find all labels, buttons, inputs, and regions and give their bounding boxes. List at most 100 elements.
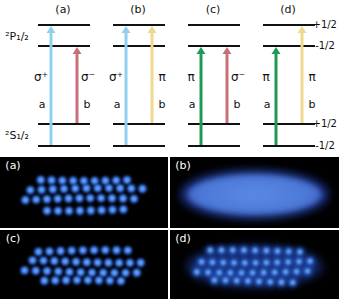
ion-spot — [47, 249, 52, 254]
ion-spot — [103, 248, 108, 253]
ion-spot — [245, 279, 250, 284]
ion-cloud — [181, 171, 329, 219]
ion-spot — [103, 178, 108, 183]
ion-spot — [53, 278, 58, 283]
transition-arrows — [47, 26, 307, 145]
ion-glow — [255, 277, 263, 285]
beam-label: b — [159, 99, 166, 110]
ion-spot — [52, 259, 57, 264]
ion-glow — [69, 177, 77, 185]
ion-spot — [99, 208, 104, 213]
ion-glow — [295, 257, 303, 265]
ion-glow — [82, 184, 90, 192]
ion-spot — [99, 196, 104, 201]
ion-spot — [92, 248, 97, 253]
ion-spot — [208, 248, 213, 253]
ion-spot — [55, 196, 60, 201]
ion-glow — [136, 259, 144, 267]
ion-spot — [119, 279, 124, 284]
ion-glow — [37, 185, 45, 193]
camera-image — [0, 230, 168, 299]
ion-spot — [268, 279, 273, 284]
ion-spot — [56, 269, 61, 274]
ion-spot — [121, 196, 126, 201]
arrow-head — [47, 26, 56, 33]
ion-spot — [272, 270, 277, 275]
ion-glow — [43, 207, 51, 215]
ion-glow — [95, 276, 103, 284]
ion-spot — [73, 186, 78, 191]
image-letter: (d) — [175, 233, 191, 244]
level-line — [188, 45, 240, 47]
ion-spot — [297, 259, 302, 264]
ion-glow — [123, 176, 131, 184]
ion-glow — [219, 258, 227, 266]
ion-glow — [37, 176, 45, 184]
ion-spot — [261, 270, 266, 275]
ion-spot — [264, 248, 269, 253]
polarization-label: π — [158, 71, 165, 83]
ion-spot — [39, 187, 44, 192]
ion-glow — [87, 206, 95, 214]
image-ground — [170, 230, 339, 299]
ion-glow — [56, 247, 64, 255]
ion-glow — [303, 267, 311, 275]
ion-spot — [58, 249, 63, 254]
arrow-head — [122, 26, 131, 33]
ion-spot — [217, 270, 222, 275]
ion-spot — [294, 269, 299, 274]
ion-glow — [75, 194, 83, 202]
ion-glow — [88, 268, 96, 276]
ion-glow — [306, 257, 314, 265]
ion-spot — [45, 269, 50, 274]
ion-glow — [54, 195, 62, 203]
ion-spot — [28, 188, 33, 193]
ion-spot — [297, 250, 302, 255]
polarization-label: σ⁺ — [34, 71, 48, 83]
ion-glow — [119, 194, 127, 202]
arrow-head — [197, 47, 206, 54]
ion-glow — [296, 248, 304, 256]
image-letter: (a) — [5, 160, 20, 171]
ion-glow — [54, 267, 62, 275]
panel-letter: (d) — [280, 4, 296, 15]
ion-glow — [54, 207, 62, 215]
ion-spot — [286, 260, 291, 265]
ion-glow — [233, 276, 241, 284]
ion-spot — [81, 178, 86, 183]
ion-spot — [232, 260, 237, 265]
ion-glow — [117, 277, 125, 285]
ion-haze — [187, 246, 323, 288]
ion-glow — [97, 206, 105, 214]
ion-glow — [50, 257, 58, 265]
ion-spot — [30, 258, 35, 263]
ion-cloud — [189, 176, 321, 214]
ion-spot — [279, 280, 284, 285]
transition-arrow — [226, 53, 229, 123]
transition-arrow — [76, 53, 79, 123]
ion-glow — [65, 207, 73, 215]
ion-glow — [21, 196, 29, 204]
ion-glow — [221, 276, 229, 284]
image-ground — [0, 157, 168, 228]
ion-spot — [38, 178, 43, 183]
level-line — [263, 45, 315, 47]
ion-spot — [275, 249, 280, 254]
ion-spot — [50, 187, 55, 192]
transition-arrow — [275, 53, 278, 145]
ion-spot — [49, 178, 54, 183]
ion-glow — [106, 276, 114, 284]
level-line — [113, 123, 165, 125]
ion-glow — [138, 185, 146, 193]
ion-glow — [77, 268, 85, 276]
ion-glow — [101, 176, 109, 184]
level-line — [263, 123, 315, 125]
ion-glow — [61, 257, 69, 265]
ion-spot — [118, 186, 123, 191]
ion-glow — [119, 205, 127, 213]
ion-glow — [289, 278, 297, 286]
ion-glow — [62, 276, 70, 284]
ion-spot — [42, 278, 47, 283]
ion-spot — [88, 208, 93, 213]
ion-spot — [228, 270, 233, 275]
